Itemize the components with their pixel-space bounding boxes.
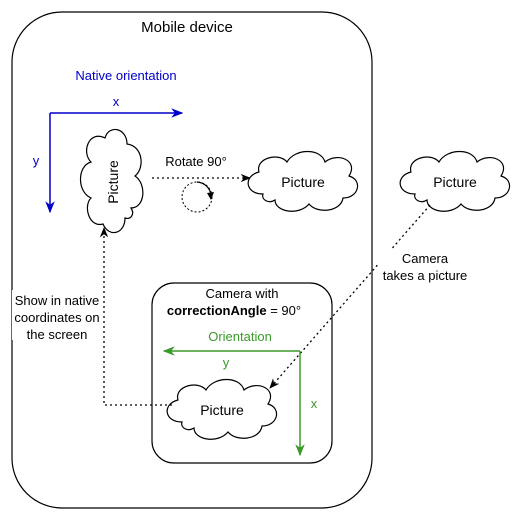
external-picture-label: Picture [433, 174, 477, 190]
rotate-circle-icon [181, 181, 214, 213]
camera-picture-cloud: Picture [166, 378, 278, 440]
device-title: Mobile device [141, 19, 233, 36]
mobile-device-frame [11, 11, 373, 509]
rotated-picture-label: Picture [281, 174, 325, 190]
correction-angle-value: = 90° [267, 303, 301, 318]
camera-orientation-title: Orientation [208, 329, 272, 344]
show-native-arrow [99, 226, 172, 406]
native-orientation-title: Native orientation [75, 68, 176, 83]
camera-capture-arrow [269, 204, 431, 389]
camera-title-line1: Camera with [206, 286, 279, 301]
camera-action-label-bg [378, 250, 472, 284]
camera-title-line2: correctionAngle = 90° [167, 303, 301, 318]
camera-box [151, 282, 333, 464]
external-picture-cloud: Picture [399, 150, 511, 212]
show-label-line2: coordinates on [14, 310, 99, 325]
camera-picture-label: Picture [200, 402, 244, 418]
camera-action-line2: takes a picture [383, 268, 468, 283]
camera-x-label: x [311, 396, 318, 411]
show-label-bg [12, 290, 102, 340]
show-label-line1: Show in native [15, 293, 100, 308]
camera-action-line1: Camera [402, 251, 449, 266]
camera-y-label: y [223, 355, 230, 370]
native-y-label: y [33, 153, 40, 168]
native-x-label: x [113, 94, 120, 109]
correction-angle-name: correctionAngle [167, 303, 267, 318]
show-label-line3: the screen [27, 327, 88, 342]
rotated-picture-cloud: Picture [247, 150, 359, 212]
native-picture-label: Picture [105, 160, 121, 204]
native-picture-cloud: Picture [79, 128, 144, 234]
rotate-label: Rotate 90° [165, 154, 227, 169]
